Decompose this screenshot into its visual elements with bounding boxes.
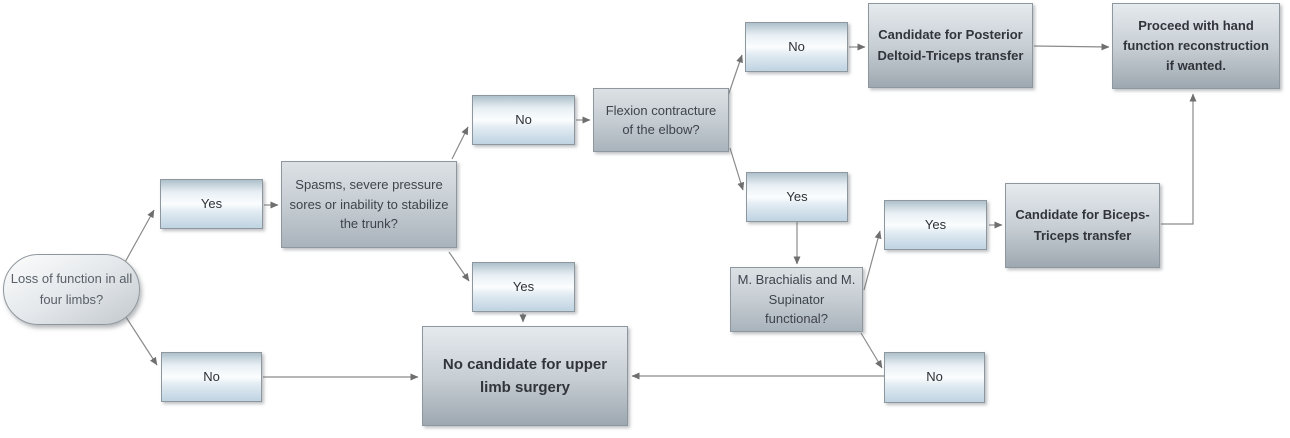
node-start: Loss of function in all four limbs? — [3, 254, 140, 325]
node-yes-brachialis-branch: Yes — [746, 172, 848, 222]
edge-biceps-proceed — [1161, 93, 1197, 225]
node-no-posterior-branch: No — [745, 22, 848, 72]
node-proceed-hand-outcome: Proceed with hand function reconstructio… — [1112, 3, 1280, 89]
edge-spasms-yes4 — [448, 251, 470, 282]
edge-spasms-no2 — [451, 126, 469, 160]
node-no-flexion-branch: No — [472, 95, 575, 145]
edge-brachialis-yes3 — [863, 230, 882, 291]
node-no-candidate-outcome: No candidate for upper limb surgery — [422, 326, 628, 426]
node-no-surgery-branch-left: No — [161, 352, 262, 402]
node-yes-biceps-branch: Yes — [884, 200, 987, 250]
edge-start-no1 — [123, 313, 158, 366]
node-brachialis-question: M. Brachialis and M. Supinator functiona… — [730, 267, 863, 332]
edge-brachialis-no4 — [860, 332, 883, 369]
node-posterior-deltoid-outcome: Candidate for Posterior Deltoid-Triceps … — [868, 3, 1033, 88]
node-flexion-question: Flexion contracture of the elbow? — [593, 88, 729, 152]
node-no-surgery-branch-right: No — [884, 352, 985, 403]
edge-start-yes1 — [123, 209, 155, 265]
edge-flexion-yes2 — [729, 147, 745, 191]
edge-posterior-proceed — [1033, 43, 1110, 51]
edge-flexion-no3 — [727, 54, 743, 97]
node-yes-spasms-branch: Yes — [160, 179, 263, 229]
node-yes-nocandidate-branch: Yes — [472, 262, 575, 312]
node-biceps-triceps-outcome: Candidate for Biceps-Triceps transfer — [1005, 183, 1160, 268]
node-spasms-question: Spasms, severe pressure sores or inabili… — [281, 161, 457, 248]
